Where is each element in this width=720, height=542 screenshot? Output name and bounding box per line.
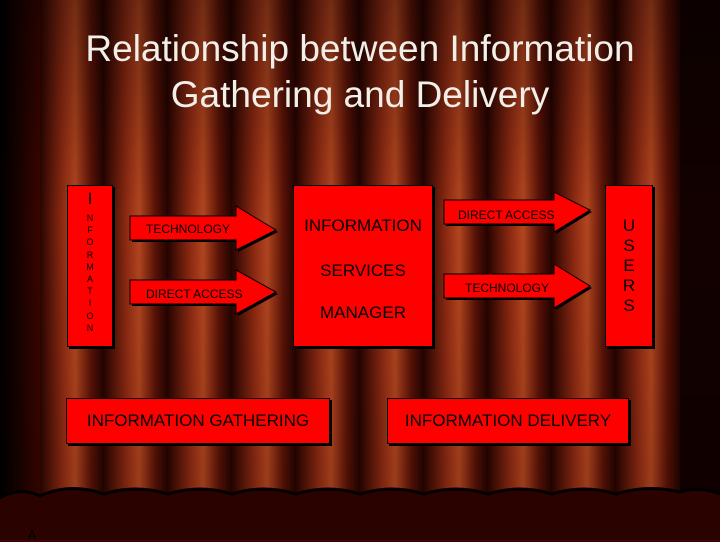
arrow-technology-out bbox=[443, 263, 592, 310]
information-letter: M bbox=[86, 261, 94, 272]
users-letter: S bbox=[623, 296, 635, 315]
users-letter: R bbox=[622, 276, 636, 295]
users-letter: U bbox=[622, 216, 636, 235]
information-letter: N bbox=[86, 213, 94, 223]
information-letter: O bbox=[86, 310, 94, 321]
information-letter: A bbox=[86, 274, 93, 285]
users-letter: E bbox=[623, 256, 635, 275]
arrow-direct-access-in bbox=[129, 269, 278, 316]
information-letter: F bbox=[87, 225, 93, 236]
corner-mark: A bbox=[28, 528, 37, 542]
slide-title: Relationship between Information Gatheri… bbox=[40, 26, 680, 118]
arrow-direct-access-out bbox=[443, 191, 592, 234]
center-line-information: INFORMATION bbox=[304, 216, 422, 235]
arrow-technology-in bbox=[129, 205, 278, 252]
information-letter: O bbox=[86, 237, 94, 248]
arrow-technology-out-label: TECHNOLOGY bbox=[465, 281, 550, 295]
arrow-technology-in-label: TECHNOLOGY bbox=[146, 222, 231, 236]
slide-title-line2: Gathering and Delivery bbox=[170, 74, 550, 115]
arrow-direct-access-in-label: DIRECT ACCESS bbox=[146, 287, 243, 301]
center-line-services: SERVICES bbox=[320, 261, 406, 280]
information-services-manager-box: INFORMATION SERVICES MANAGER bbox=[293, 185, 433, 347]
information-letter: T bbox=[87, 286, 93, 297]
information-letter: R bbox=[86, 249, 94, 260]
information-gathering-box: INFORMATION GATHERING bbox=[66, 398, 330, 444]
information-big-letter: I bbox=[87, 189, 93, 208]
arrow-direct-access-out-label: DIRECT ACCESS bbox=[458, 208, 555, 222]
center-line-manager: MANAGER bbox=[320, 303, 406, 322]
users-letter: S bbox=[623, 236, 635, 255]
slide-title-line1: Relationship between Information bbox=[85, 28, 635, 69]
information-gathering-label: INFORMATION GATHERING bbox=[86, 411, 310, 430]
information-letter: I bbox=[88, 298, 92, 309]
information-delivery-box: INFORMATION DELIVERY bbox=[387, 398, 629, 444]
information-letter: N bbox=[86, 322, 94, 333]
information-delivery-label: INFORMATION DELIVERY bbox=[404, 411, 612, 430]
